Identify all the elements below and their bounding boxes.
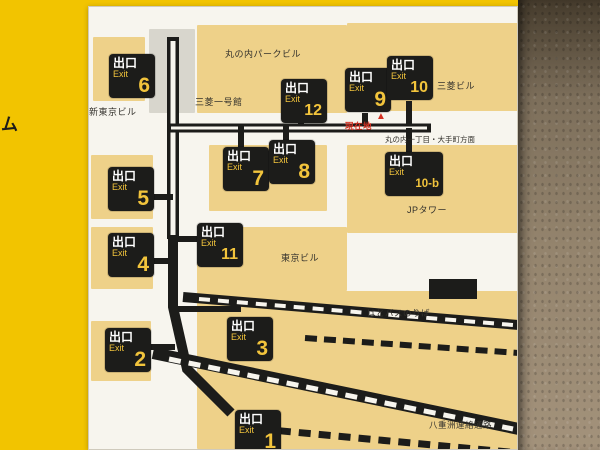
label-direction: 丸の内一丁目・大手町方面 <box>385 135 475 144</box>
exit-kanji: 出口 <box>273 142 298 156</box>
exit-kanji: 出口 <box>389 154 414 168</box>
exit-box-8: 出口 Exit 8 <box>269 140 315 184</box>
exit-box-4: 出口 Exit 4 <box>108 233 154 277</box>
exit-en: Exit <box>285 94 301 105</box>
exit-en: Exit <box>112 182 128 193</box>
exit-number: 8 <box>298 160 310 183</box>
exit-kanji: 出口 <box>201 225 226 239</box>
sign-partial-text: ム <box>1 115 18 134</box>
station-exit-sign-board: ム <box>0 0 522 450</box>
exit-number: 4 <box>137 253 149 276</box>
exit-kanji: 出口 <box>112 235 137 249</box>
exit-number: 1 <box>264 430 276 450</box>
exit-kanji: 出口 <box>227 149 252 163</box>
exit-kanji: 出口 <box>239 412 264 426</box>
exit-en: Exit <box>389 167 405 178</box>
exit-en: Exit <box>273 155 289 166</box>
exit-box-1: 出口 Exit 1 <box>235 410 281 450</box>
exit-number: 10 <box>410 79 428 96</box>
exit-number: 11 <box>221 246 238 263</box>
exit-number: 2 <box>134 348 146 371</box>
label-marunouchi-park: 丸の内パークビル <box>225 49 302 59</box>
exit-number: 5 <box>137 187 149 210</box>
exit-box-10: 出口 Exit 10 <box>387 56 433 100</box>
wall-background <box>518 0 600 450</box>
exit-number: 7 <box>252 167 264 190</box>
exit-en: Exit <box>391 71 407 82</box>
exit-number: 6 <box>138 74 150 97</box>
exit-kanji: 出口 <box>113 56 138 70</box>
label-hato-bus: はとバスのりば <box>367 308 431 318</box>
exit-number: 3 <box>256 337 268 360</box>
exit-number: 9 <box>374 88 386 111</box>
label-mitsubishi: 三菱ビル <box>437 81 476 91</box>
label-jp-tower: JPタワー <box>407 205 448 215</box>
exit-en: Exit <box>239 425 255 436</box>
exit-box-9: 出口 Exit 9 <box>345 68 391 112</box>
label-tokyo: 東京ビル <box>281 253 320 263</box>
exit-en: Exit <box>201 238 217 249</box>
hato-bus-platform-block <box>429 279 477 299</box>
exit-en: Exit <box>112 248 128 259</box>
exit-box-10b: 出口 Exit 10-b <box>385 152 443 196</box>
exit-box-7: 出口 Exit 7 <box>223 147 269 191</box>
exit-en: Exit <box>113 69 129 80</box>
exit-box-12: 出口 Exit 12 <box>281 79 327 123</box>
exit-kanji: 出口 <box>109 330 134 344</box>
exit-number: 10-b <box>415 177 439 190</box>
exit-en: Exit <box>109 343 125 354</box>
exit-box-2: 出口 Exit 2 <box>105 328 151 372</box>
current-location-marker-icon: ▲ <box>376 111 386 122</box>
exit-en: Exit <box>231 332 247 343</box>
exit-kanji: 出口 <box>349 70 374 84</box>
exit-box-6: 出口 Exit 6 <box>109 54 155 98</box>
label-mitsubishi-ichigokan: 三菱一号館 <box>195 97 243 107</box>
label-shin-tokyo: 新東京ビル <box>89 107 137 117</box>
exit-kanji: 出口 <box>391 58 416 72</box>
exit-guide-map: 丸の内パークビル 三菱一号館 新東京ビル 三菱ビル JPタワー 東京ビル はとバ… <box>88 6 518 450</box>
exit-en: Exit <box>349 83 365 94</box>
exit-number: 12 <box>304 102 322 119</box>
exit-box-3: 出口 Exit 3 <box>227 317 273 361</box>
exit-kanji: 出口 <box>285 81 310 95</box>
exit-en: Exit <box>227 162 243 173</box>
exit-box-5: 出口 Exit 5 <box>108 167 154 211</box>
exit-kanji: 出口 <box>231 319 256 333</box>
label-current-location: 現在地 <box>345 121 373 131</box>
exit-kanji: 出口 <box>112 169 137 183</box>
exit-box-11: 出口 Exit 11 <box>197 223 243 267</box>
label-yaesu-passage: 八重洲連絡通路 <box>429 420 493 430</box>
